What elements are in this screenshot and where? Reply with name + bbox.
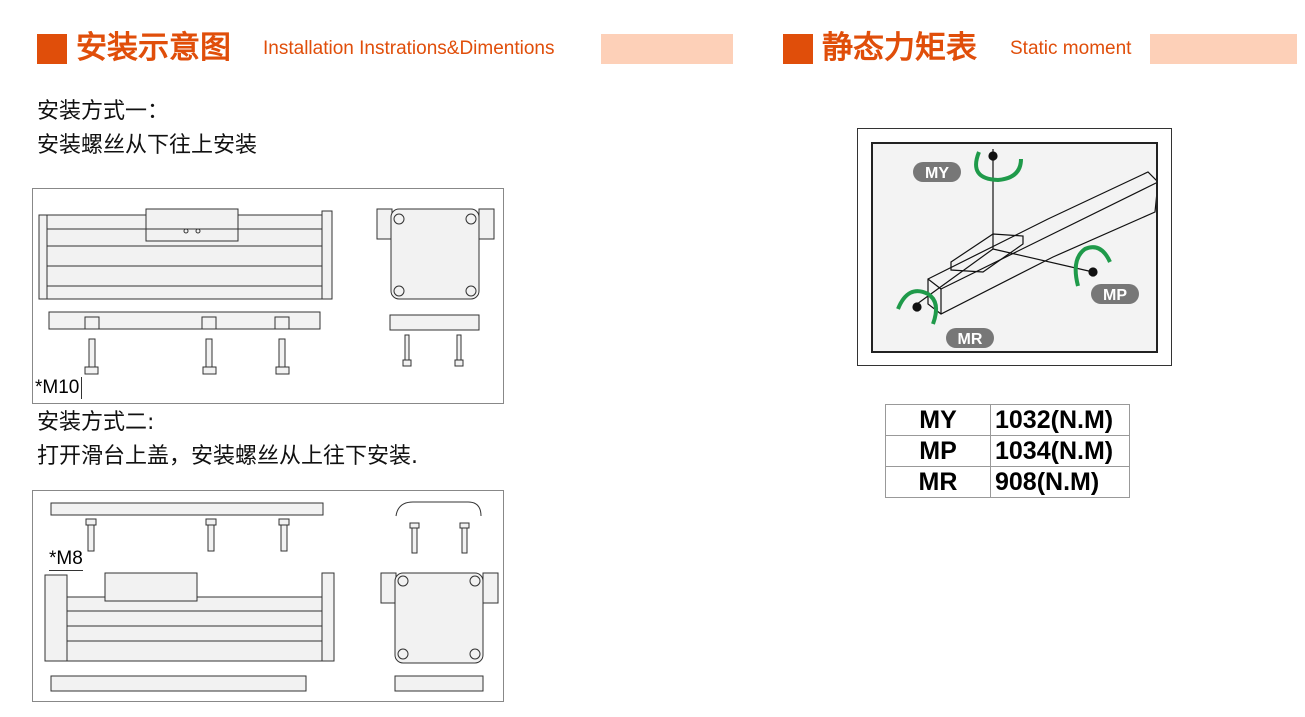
moment-value: 1034(N.M) <box>990 435 1130 467</box>
mr-label: MR <box>958 331 983 348</box>
installation-subtitle: Installation Instrations&Dimentions <box>263 38 555 59</box>
bolt-size-label: *M8 <box>49 548 83 571</box>
section-marker <box>37 34 67 64</box>
header-bar <box>1150 34 1297 64</box>
mp-label: MP <box>1103 287 1127 304</box>
slide-drawing-top-mount <box>44 501 499 692</box>
static-moment-subtitle: Static moment <box>1010 38 1132 59</box>
section-marker <box>783 34 813 64</box>
header-bar <box>601 34 733 64</box>
method2-title: 安装方式二: <box>37 410 155 435</box>
static-moment-title: 静态力矩表 <box>822 30 977 66</box>
method2-desc: 打开滑台上盖，安装螺丝从上往下安装. <box>37 444 418 469</box>
method1-title: 安装方式一： <box>37 99 170 124</box>
moment-name: MP <box>885 435 991 467</box>
slide-drawing-bottom-mount <box>38 208 495 375</box>
method2-drawing: *M8 <box>32 490 504 702</box>
moment-axes-illustration: MY MP MR <box>896 149 1159 348</box>
moment-name: MR <box>885 466 991 498</box>
my-label: MY <box>925 165 949 182</box>
moment-value: 908(N.M) <box>990 466 1130 498</box>
installation-title: 安装示意图 <box>76 30 231 66</box>
method1-desc: 安装螺丝从下往上安装 <box>37 133 258 158</box>
moment-diagram: MY MP MR <box>857 128 1172 366</box>
method1-drawing: *M10 <box>32 188 504 404</box>
bolt-size-label: *M10 <box>35 377 83 399</box>
moment-name: MY <box>885 404 991 436</box>
moment-value: 1032(N.M) <box>990 404 1130 436</box>
